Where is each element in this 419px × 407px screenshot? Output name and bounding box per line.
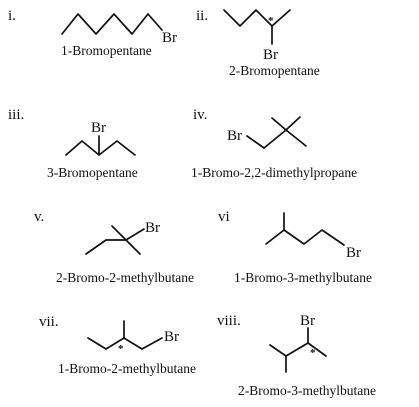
chiral-center-mark-viii: * — [310, 347, 316, 359]
carbon-chain-ii — [223, 9, 291, 27]
methyl-bond-b-v — [125, 239, 141, 255]
carbon-chain-vii — [87, 337, 163, 350]
bromine-atom-i: Br — [162, 30, 177, 46]
numeral-v: v. — [34, 209, 44, 225]
carbon-chain-vi — [265, 229, 345, 246]
carbon-chain-iv — [263, 129, 307, 149]
numeral-i: i. — [8, 8, 16, 24]
bromine-atom-viii: Br — [300, 313, 315, 329]
bromine-atom-vi: Br — [346, 245, 361, 261]
methyl-bond-a-iv — [271, 117, 287, 131]
compound-name-iv: 1-Bromo-2,2-dimethylpropane — [191, 165, 357, 180]
structure-vi: vi Br 1-Bromo-3-methylbutane — [218, 209, 372, 285]
c-br-bond-i — [147, 13, 163, 31]
bromine-atom-iii: Br — [91, 120, 106, 136]
compound-name-vi: 1-Bromo-3-methylbutane — [234, 270, 372, 285]
numeral-viii: viii. — [217, 313, 241, 329]
compound-name-i: 1-Bromopentane — [61, 43, 152, 58]
carbon-chain-iii — [65, 140, 136, 156]
bromine-atom-ii: Br — [263, 47, 278, 63]
structure-ii: ii. * Br 2-Bromopentane — [196, 8, 320, 78]
structure-iii: iii. Br 3-Bromopentane — [8, 107, 138, 180]
compound-name-ii: 2-Bromopentane — [229, 63, 320, 78]
bromine-atom-vii: Br — [164, 329, 179, 345]
structure-i: i. Br 1-Bromopentane — [8, 8, 177, 58]
numeral-vi: vi — [218, 209, 230, 225]
numeral-iv: iv. — [193, 107, 207, 123]
bromine-atom-iv: Br — [227, 128, 242, 144]
c-br-bond-v — [125, 228, 145, 241]
carbon-chain-i — [61, 13, 149, 35]
numeral-iii: iii. — [8, 107, 24, 123]
structure-v: v. Br 2-Bromo-2-methylbutane — [34, 209, 194, 285]
compound-name-vii: 1-Bromo-2-methylbutane — [58, 361, 196, 376]
carbon-chain-v — [85, 239, 127, 255]
compound-name-iii: 3-Bromopentane — [47, 165, 138, 180]
methyl-bond-c-viii — [307, 342, 327, 357]
c-br-bond-iv — [246, 135, 265, 149]
compound-name-viii: 2-Bromo-3-methylbutane — [238, 383, 376, 398]
structure-viii: viii. Br * 2-Bromo-3-methylbutane — [217, 313, 376, 398]
numeral-ii: ii. — [196, 8, 208, 24]
structure-vii: vii. * Br 1-Bromo-2-methylbutane — [39, 314, 196, 376]
carbon-chain-viii — [285, 342, 309, 357]
chiral-center-mark-vii: * — [118, 343, 124, 355]
methyl-bond-a-viii — [269, 344, 287, 357]
numeral-vii: vii. — [39, 314, 59, 330]
chiral-center-mark-ii: * — [268, 15, 274, 27]
methyl-bond-a-v — [111, 225, 127, 241]
bromine-atom-v: Br — [145, 220, 160, 236]
structure-iv: iv. Br 1-Bromo-2,2-dimethylpropane — [191, 107, 357, 180]
compound-name-v: 2-Bromo-2-methylbutane — [56, 270, 194, 285]
methyl-bond-b-iv — [285, 116, 301, 131]
